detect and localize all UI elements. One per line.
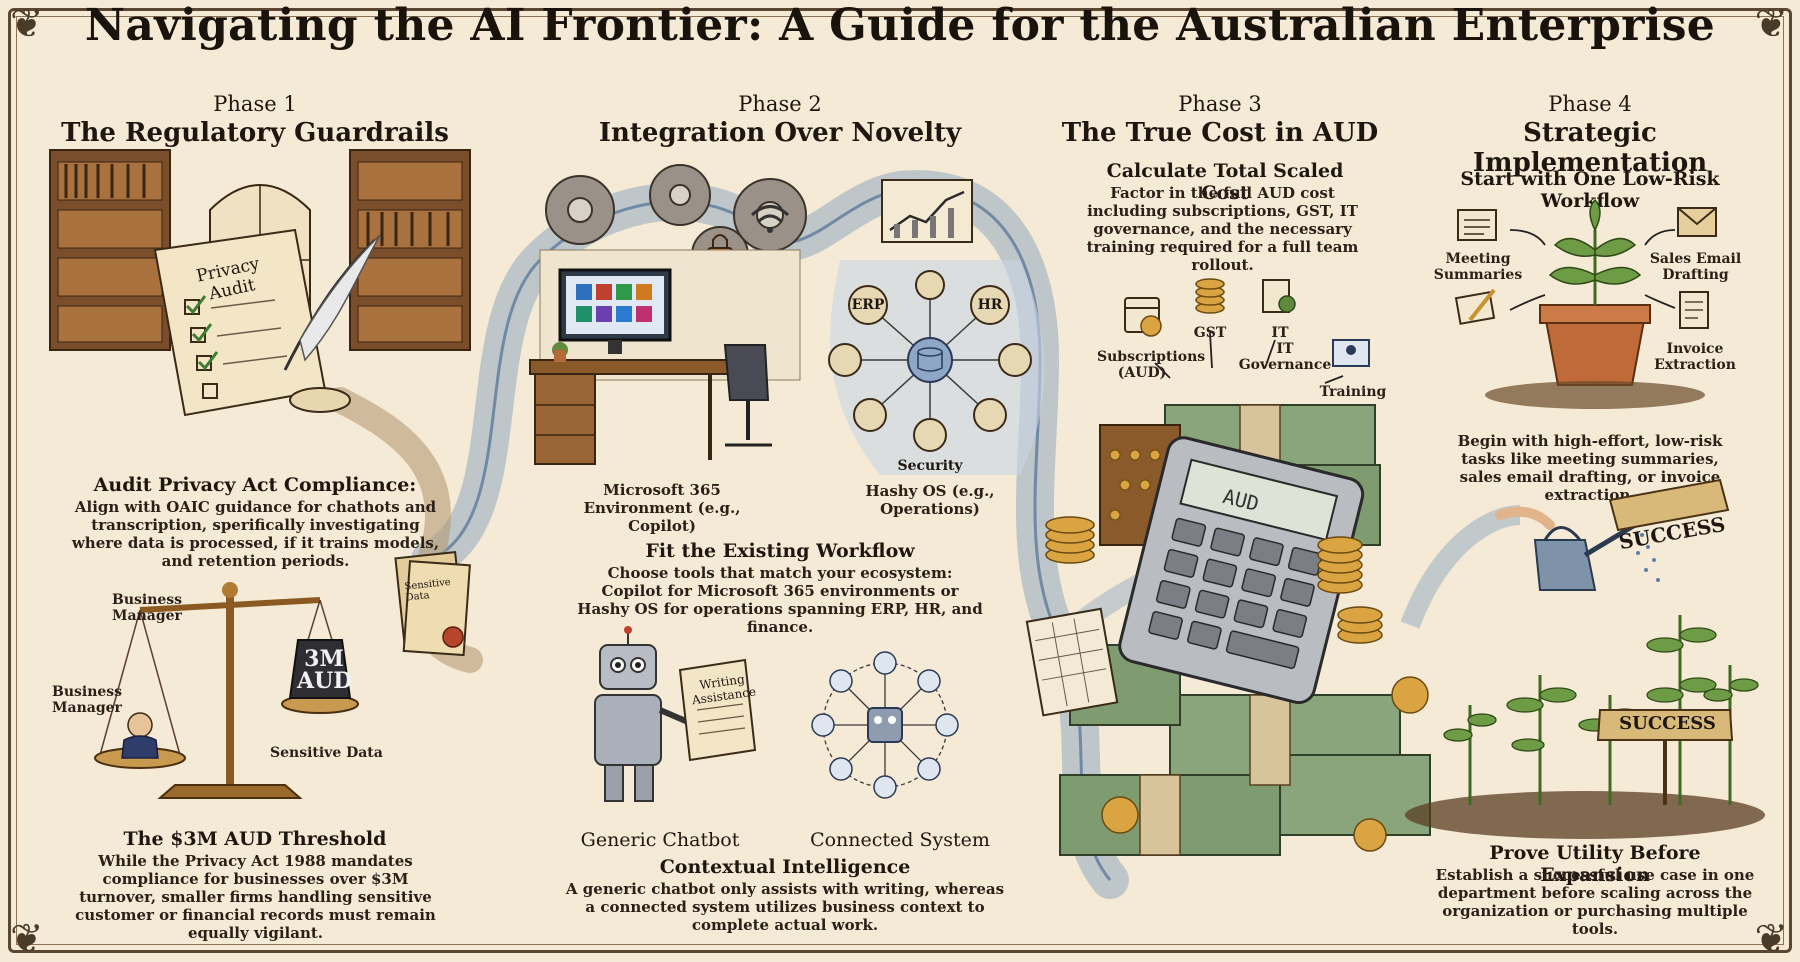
cost-icons-illustration — [1124, 278, 1370, 384]
prove-heading: Prove Utility Before Expansion — [1489, 842, 1701, 886]
page-title: Navigating the AI Frontier: A Guide for … — [84, 0, 1716, 51]
weight-amount: 3M — [304, 646, 344, 672]
audit-heading: Audit Privacy Act Compliance: — [93, 474, 417, 496]
phase-number: Phase 2 — [738, 92, 822, 116]
connected-system-diagram — [811, 651, 959, 799]
success-banner-bottom: SUCCESS — [1619, 713, 1716, 734]
scaled-cost-text: Factor in the full AUD cost including su… — [1086, 184, 1359, 274]
outer-frame — [8, 8, 1792, 953]
cost-label-training: Training — [1319, 384, 1387, 400]
money-calculator-illustration — [1025, 404, 1431, 856]
scale-label-left: Business Manager — [52, 684, 123, 716]
cost-label-gst: GST — [1193, 325, 1227, 341]
corner-flourish-icon: ❦ — [10, 916, 44, 962]
phase-number: Phase 1 — [213, 92, 297, 116]
growth-chart-icon — [881, 179, 973, 243]
corner-flourish-icon: ❦ — [1754, 916, 1788, 962]
workflow-text: Choose tools that match your ecosystem: … — [577, 564, 983, 636]
hub-erp: ERP — [851, 297, 885, 313]
phase-number: Phase 3 — [1178, 92, 1262, 116]
generic-chatbot-label: Generic Chatbot — [580, 829, 740, 851]
potted-plant-illustration — [1454, 198, 1717, 409]
phase-3-column: Phase 3 The True Cost in AUD — [1060, 92, 1380, 935]
phase-title: Strategic Implementation — [1472, 118, 1708, 178]
phase-1-column: Phase 1 The Regulatory Guardrails — [40, 92, 470, 935]
scaled-cost-heading: Calculate Total Scaled Cost — [1106, 160, 1344, 204]
hub-hr: HR — [977, 297, 1003, 313]
corner-flourish-icon: ❦ — [10, 1, 44, 47]
workflow-label-sales: Sales Email Drafting — [1649, 251, 1742, 283]
workflow-label-meeting: Meeting Summaries — [1433, 251, 1523, 283]
prove-text: Establish a successful use case in one d… — [1435, 866, 1755, 938]
contextual-text: A generic chatbot only assists with writ… — [565, 880, 1005, 934]
cost-label-it-governance: IT Governance — [1238, 341, 1332, 373]
balance-scale-illustration — [94, 582, 359, 799]
phase-4-column: Phase 4 Strategic Implementation — [1420, 92, 1760, 935]
sensitive-data-folder-illustration — [394, 551, 471, 657]
phase-2-column: Phase 2 Integration Over Novelty — [540, 92, 1020, 935]
start-heading: Start with One Low-Risk Workflow — [1460, 168, 1720, 212]
cost-label-it: IT — [1271, 325, 1289, 341]
phase-title: The Regulatory Guardrails — [61, 118, 449, 148]
threshold-heading: The $3M AUD Threshold — [123, 828, 387, 850]
integration-hub-diagram — [828, 260, 1045, 475]
office-desk-illustration — [529, 249, 801, 465]
hub-security: Security — [897, 458, 963, 474]
scale-weight: 3M AUD — [297, 646, 353, 694]
scale-label-top: Business Manager — [112, 592, 183, 624]
cost-label-subscriptions: Subscriptions (AUD) — [1097, 349, 1206, 381]
threshold-text: While the Privacy Act 1988 mandates comp… — [75, 852, 436, 942]
audit-text: Align with OAIC guidance for chathots an… — [71, 498, 440, 570]
hashy-label: Hashy OS (e.g., Operations) — [865, 482, 995, 518]
corner-flourish-icon: ❦ — [1754, 1, 1788, 47]
workflow-heading: Fit the Existing Workflow — [645, 540, 915, 562]
phase-title: Integration Over Novelty — [598, 118, 962, 148]
contextual-heading: Contextual Intelligence — [659, 856, 911, 878]
phase-number: Phase 4 — [1548, 92, 1632, 116]
phase-title: The True Cost in AUD — [1061, 118, 1379, 148]
workflow-label-invoice: Invoice Extraction — [1654, 341, 1736, 373]
weight-currency: AUD — [297, 668, 353, 694]
generic-chatbot-robot-illustration — [594, 626, 757, 802]
ms365-label: Microsoft 365 Environment (e.g., Copilot… — [583, 481, 741, 535]
garden-watering-illustration — [1400, 478, 1765, 839]
scale-label-right: Sensitive Data — [270, 745, 383, 761]
privacy-audit-scroll-illustration — [153, 228, 381, 417]
connected-system-label: Connected System — [810, 829, 990, 851]
inner-frame — [16, 16, 1784, 945]
